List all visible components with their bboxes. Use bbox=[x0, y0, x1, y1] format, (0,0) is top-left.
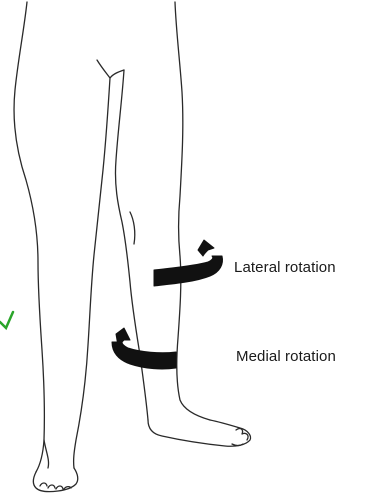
left-leg-outer-outline bbox=[14, 2, 44, 472]
crotch-outline bbox=[97, 60, 124, 78]
medial-rotation-arrowhead bbox=[116, 328, 130, 346]
lateral-rotation-arrow bbox=[154, 256, 223, 286]
medial-rotation-label: Medial rotation bbox=[236, 348, 336, 365]
left-ankle-line bbox=[44, 440, 49, 468]
right-leg-outer-outline bbox=[175, 2, 210, 420]
lateral-rotation-arrowhead bbox=[198, 240, 214, 256]
right-knee-line bbox=[130, 212, 135, 244]
right-foot-outline bbox=[148, 420, 251, 446]
left-foot-toes bbox=[40, 483, 71, 489]
left-leg-inner-outline bbox=[74, 78, 110, 468]
medial-rotation-arrow bbox=[112, 342, 176, 369]
lateral-rotation-label: Lateral rotation bbox=[234, 259, 336, 276]
green-check-marker bbox=[0, 312, 13, 328]
